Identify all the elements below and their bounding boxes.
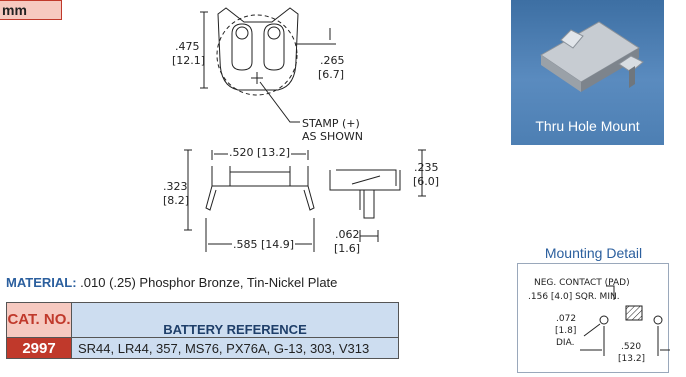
offset-dim-in: .265 [320, 54, 345, 67]
offset-dim-mm: [6.7] [318, 68, 345, 81]
hole-dim-mm: [1.8] [555, 326, 577, 336]
end-height-in: .235 [414, 161, 439, 174]
header-battery-reference: BATTERY REFERENCE [71, 302, 399, 338]
header-cat-no: CAT. NO. [6, 302, 72, 338]
product-photo [511, 0, 664, 145]
table-header-row: CAT. NO. BATTERY REFERENCE [6, 302, 399, 338]
battery-reference-table: CAT. NO. BATTERY REFERENCE 2997 SR44, LR… [6, 302, 399, 359]
battery-holder-image [540, 21, 644, 92]
stamp-note: STAMP (+) [302, 117, 360, 130]
height-dim-in: .475 [175, 40, 200, 53]
battery-reference-values: SR44, LR44, 357, MS76, PX76A, G-13, 303,… [71, 337, 399, 359]
stamp-note-2: AS SHOWN [302, 130, 364, 143]
side-height-in: .323 [163, 180, 188, 193]
mounting-detail-title: Mounting Detail [544, 245, 643, 261]
spacing-dim-mm: [13.2] [618, 354, 646, 364]
height-dim-mm: [12.1] [172, 54, 206, 67]
hole-dim-dia: DIA. [556, 338, 575, 348]
unit-tab: mm [0, 0, 62, 20]
spacing-dim-in: .520 [621, 342, 642, 352]
photo-caption: Thru Hole Mount [535, 118, 640, 134]
pad-note-2: .156 [4.0] SQR. MIN. [528, 292, 620, 302]
end-height-mm: [6.0] [413, 175, 440, 188]
cat-number: 2997 [6, 337, 72, 359]
pin-dim-mm: [1.6] [334, 242, 361, 255]
mounting-drawing [580, 285, 670, 356]
material-text: .010 (.25) Phosphor Bronze, Tin-Nickel P… [80, 275, 338, 290]
side-height-mm: [8.2] [163, 194, 190, 207]
material-label: MATERIAL: [6, 275, 77, 290]
pin-dim-in: .062 [335, 228, 360, 241]
mounting-detail-box: NEG. CONTACT (PAD) .156 [4.0] SQR. MIN. … [517, 263, 670, 373]
material-line: MATERIAL: .010 (.25) Phosphor Bronze, Ti… [6, 275, 337, 290]
holder-drawing [184, 7, 426, 252]
table-row: 2997 SR44, LR44, 357, MS76, PX76A, G-13,… [6, 337, 399, 359]
width-top-dim: .520 [13.2] [228, 146, 292, 159]
pad-note: NEG. CONTACT (PAD) [534, 278, 630, 288]
hole-dim-in: .072 [556, 314, 577, 324]
width-bottom-dim: .585 [14.9] [232, 238, 296, 251]
